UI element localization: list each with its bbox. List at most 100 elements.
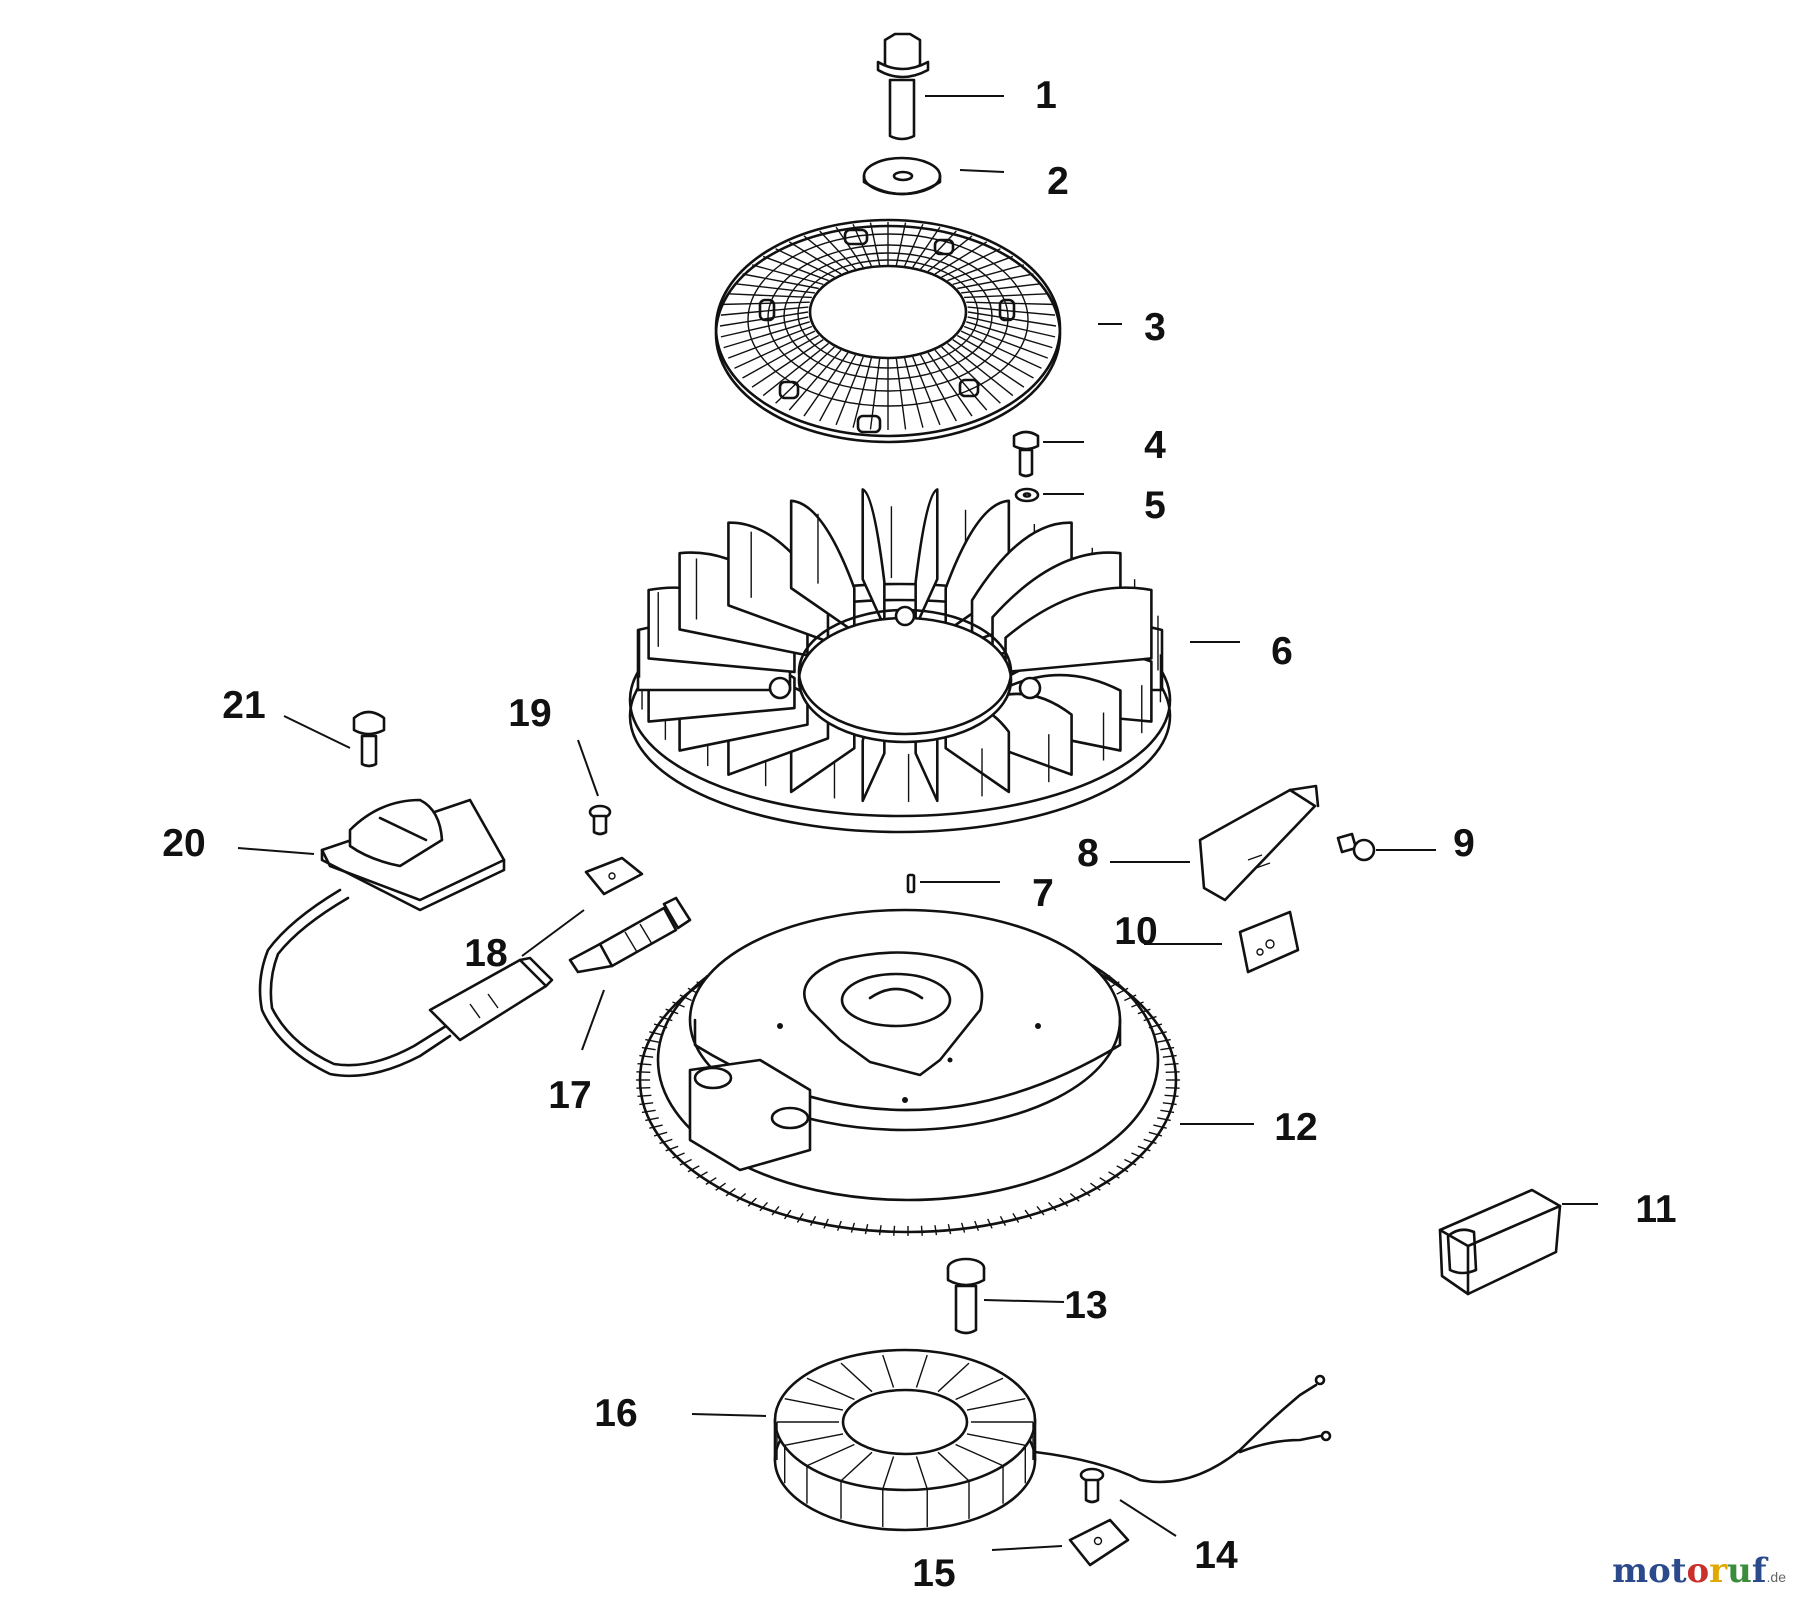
disc-spoke [947, 342, 1014, 397]
gear-tooth [960, 1222, 966, 1233]
disc-spoke [966, 301, 1053, 306]
gear-tooth [1160, 1109, 1175, 1114]
module-part-8 [1198, 784, 1320, 902]
gear-tooth [1162, 1054, 1177, 1058]
watermark-suffix: .de [1766, 1569, 1786, 1585]
gear-tooth [696, 1171, 708, 1179]
watermark-letter: r [1709, 1551, 1728, 1591]
disc-spoke [728, 293, 812, 299]
stator-slot [915, 1354, 928, 1388]
callout-11: 11 [1635, 1188, 1676, 1231]
screen-disc-part-3 [714, 218, 1062, 444]
disc-spoke [775, 346, 835, 404]
gear-tooth [659, 1138, 673, 1145]
washer-part-2 [862, 156, 942, 196]
gear-tooth [636, 1086, 651, 1089]
washer-part-5 [1014, 487, 1040, 503]
stator-slot [915, 1456, 928, 1490]
stator-slot [955, 1377, 1004, 1401]
bolt-part-13 [946, 1257, 986, 1335]
stator-slot [806, 1443, 855, 1467]
watermark-letter: o [1686, 1551, 1710, 1591]
disc-spoke [934, 349, 988, 411]
gear-tooth [1148, 1131, 1163, 1137]
screw-part-9 [1336, 832, 1376, 862]
cooling-fan-part-6 [628, 488, 1172, 834]
gear-tooth [1143, 1138, 1157, 1145]
gear-tooth [893, 1225, 896, 1236]
callout-21: 21 [222, 684, 265, 727]
disc-spoke [903, 357, 924, 428]
gear-tooth [1157, 1038, 1171, 1043]
disc-spoke [835, 356, 864, 426]
callout-8: 8 [1077, 832, 1099, 875]
gear-tooth [687, 1165, 700, 1173]
gear-tooth [659, 1015, 673, 1022]
gear-tooth [920, 1225, 923, 1236]
disc-spoke [919, 354, 957, 422]
screw-part-4 [1012, 430, 1040, 478]
gear-tooth [1047, 1201, 1057, 1212]
callout-14: 14 [1194, 1534, 1238, 1577]
gear-tooth [823, 1218, 829, 1229]
gear-tooth [836, 1220, 842, 1231]
disc-spoke [941, 346, 1001, 404]
gear-tooth [1108, 1171, 1120, 1179]
disc-spoke [967, 306, 1056, 316]
clip-part-18 [584, 856, 644, 896]
disc-spoke [869, 222, 881, 266]
callout-4: 4 [1144, 424, 1166, 467]
gear-tooth [974, 1220, 980, 1231]
disc-spoke [720, 306, 809, 316]
callout-9: 9 [1453, 822, 1475, 865]
disc-spoke [960, 330, 1042, 369]
fan-blade [944, 499, 1011, 634]
disc-spoke [852, 357, 873, 428]
gear-tooth [645, 1117, 659, 1122]
stator-slot [840, 1362, 873, 1393]
callout-2: 2 [1047, 160, 1069, 203]
disc-spoke [803, 235, 849, 272]
gear-tooth [665, 1145, 679, 1152]
callout-15: 15 [912, 1552, 955, 1595]
gear-tooth [1116, 987, 1129, 995]
callout-17: 17 [548, 1074, 591, 1117]
disc-spoke [961, 283, 1042, 294]
callout-13: 13 [1064, 1284, 1107, 1327]
gear-tooth [1137, 1145, 1151, 1152]
disc-spoke [956, 334, 1034, 379]
stator-slot [966, 1433, 1026, 1446]
stator-slot [882, 1354, 895, 1388]
gear-tooth [1099, 1177, 1111, 1185]
gear-tooth [672, 1152, 685, 1159]
gear-tooth [947, 1224, 952, 1235]
gear-tooth [715, 1182, 726, 1191]
disc-spoke [952, 339, 1025, 388]
gear-tooth [1165, 1071, 1180, 1074]
gear-tooth [1080, 1187, 1091, 1197]
flywheel-part-12 [636, 908, 1180, 1236]
gear-tooth [1124, 1158, 1137, 1166]
disc-spoke [734, 283, 815, 294]
callout-16: 16 [594, 1392, 637, 1435]
gear-tooth [1059, 1197, 1069, 1207]
disc-spoke [920, 230, 957, 270]
stator-slot [806, 1377, 855, 1401]
gear-tooth [639, 1102, 654, 1106]
gear-tooth [639, 1054, 654, 1058]
gear-tooth [999, 1215, 1007, 1226]
bolt-part-1 [876, 32, 930, 141]
gear-tooth [1165, 1086, 1180, 1089]
gear-tooth [987, 1218, 993, 1229]
gear-tooth [637, 1062, 652, 1066]
watermark-letter: u [1727, 1551, 1752, 1591]
gear-tooth [1090, 1182, 1101, 1191]
gear-tooth [1157, 1117, 1171, 1122]
disc-spoke [966, 321, 1053, 349]
disc-spoke [895, 222, 907, 266]
disc-spoke [803, 352, 849, 417]
stator-slot [966, 1398, 1026, 1411]
callout-6: 6 [1271, 630, 1293, 673]
gear-tooth [1069, 1192, 1080, 1202]
